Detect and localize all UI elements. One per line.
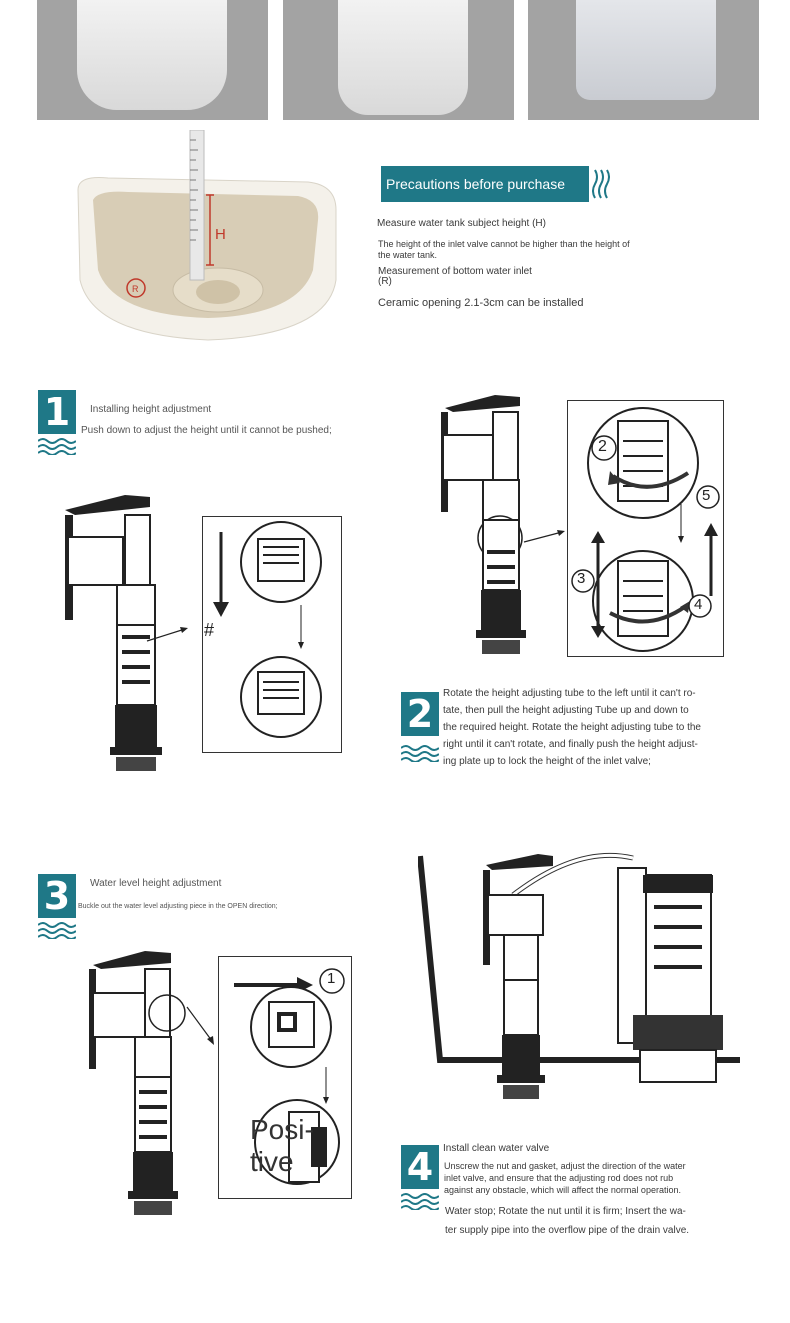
step-4-desc-1: Unscrew the nut and gasket, adjust the d… (444, 1161, 686, 1171)
step-2-circle-4: 4 (694, 596, 703, 613)
step-4-wave-icon (401, 1193, 439, 1210)
step-2-wave-icon (401, 745, 439, 762)
step-3-desc: Buckle out the water level adjusting pie… (78, 903, 278, 910)
step-1-title: Installing height adjustment (90, 404, 212, 415)
inlet-symbol-text: (R) (378, 276, 392, 287)
step-1-wave-icon (38, 438, 76, 455)
step-3-number: 3 (38, 874, 76, 918)
step-1-desc: Push down to adjust the height until it … (81, 425, 332, 436)
step-2-line-5: ing plate up to lock the height of the i… (443, 756, 651, 767)
step-1-detail-box (202, 516, 342, 753)
step-1-pointer-arrow (146, 627, 188, 642)
step-4-number: 4 (401, 1145, 439, 1189)
height-label: H (215, 226, 226, 243)
toilet-photo-2 (283, 0, 514, 120)
step-1-valve-diagram (30, 485, 190, 780)
height-note-text: The height of the inlet valve cannot be … (378, 239, 630, 260)
step-2-circle-3: 3 (577, 570, 586, 587)
tank-photo (528, 0, 759, 120)
inlet-label: R (132, 284, 139, 294)
step-3-wave-icon (38, 922, 76, 939)
toilet-photo-1 (37, 0, 268, 120)
step-2-line-2: tate, then pull the height adjusting Tub… (443, 705, 689, 716)
step-3-circle-1: 1 (327, 970, 336, 987)
step-3-title: Water level height adjustment (90, 878, 222, 889)
tank-measure-photo: H R (68, 130, 343, 345)
step-3-overlay-1: Posi- (250, 1114, 314, 1145)
step-3-valve-diagram (85, 945, 195, 1225)
step-3-pointer-arrow (186, 1006, 214, 1045)
step-1-mark: # (204, 620, 215, 640)
ceramic-opening-text: Ceramic opening 2.1-3cm can be installed (378, 297, 584, 309)
step-4-desc-4: Water stop; Rotate the nut until it is f… (445, 1206, 686, 1217)
step-2-line-3: the required height. Rotate the height a… (443, 722, 701, 733)
measure-inlet-text: Measurement of bottom water inlet (378, 266, 532, 277)
step-2-valve-diagram (435, 390, 535, 665)
step-2-circle-2: 2 (598, 438, 607, 455)
step-3-overlay-2: tive (250, 1146, 294, 1177)
step-2-line-1: Rotate the height adjusting tube to the … (443, 688, 696, 699)
step-1-number: 1 (38, 390, 76, 434)
step-4-desc-3: against any obstacle, which will affect … (444, 1185, 681, 1195)
step-4-desc-2: inlet valve, and ensure that the adjusti… (444, 1173, 674, 1183)
step-2-detail-box (567, 400, 724, 657)
step-4-install-diagram (418, 840, 743, 1115)
precautions-header: Precautions before purchase (381, 166, 589, 202)
step-4-title: Install clean water valve (443, 1143, 550, 1154)
step-2-line-4: right until it can't rotate, and finally… (443, 739, 698, 750)
wave-icon (592, 169, 610, 199)
step-2-pointer-arrow (523, 530, 565, 543)
step-2-number: 2 (401, 692, 439, 736)
step-4-desc-5: ter supply pipe into the overflow pipe o… (445, 1225, 690, 1236)
measure-height-text: Measure water tank subject height (H) (377, 218, 546, 229)
step-2-circle-5: 5 (702, 487, 711, 504)
step-3-detail-box (218, 956, 352, 1199)
